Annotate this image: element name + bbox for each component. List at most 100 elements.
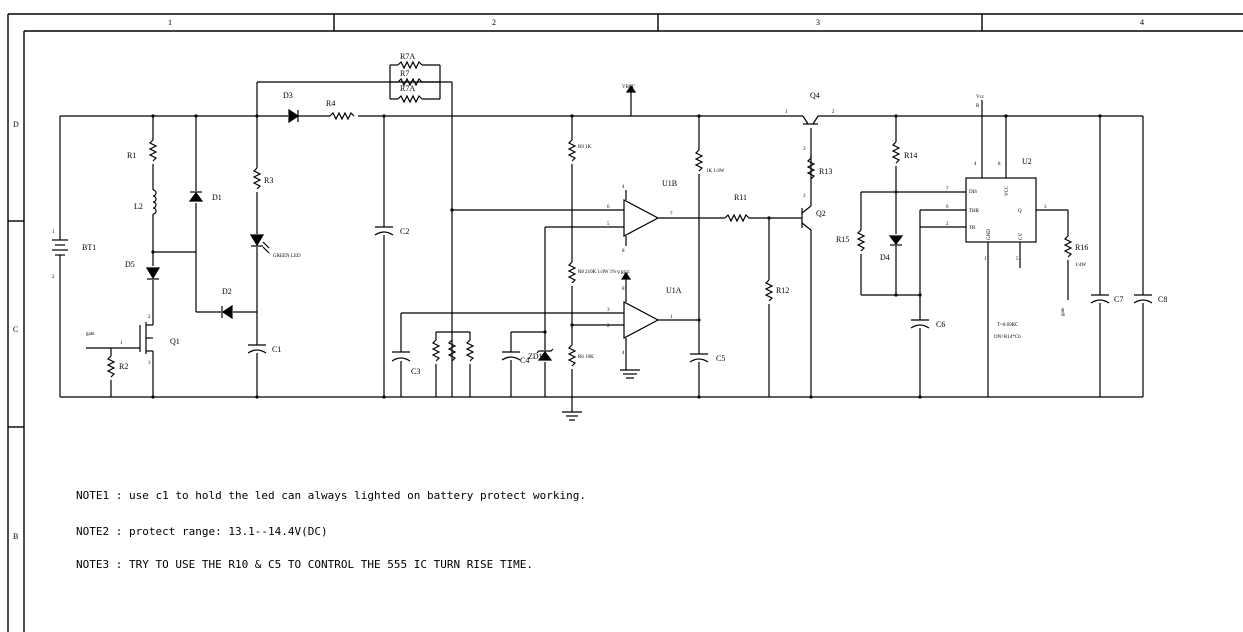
label-r3: R3 — [264, 176, 273, 185]
pin-label: 7 — [670, 212, 673, 217]
label-vref-1: VREF — [622, 85, 635, 90]
label-d5: D5 — [125, 260, 135, 269]
zd1-zener — [537, 351, 553, 361]
label-q4: Q4 — [810, 91, 820, 100]
pin-label: 2 — [832, 110, 835, 115]
note-2: NOTE2 : protect range: 13.1--14.4V(DC) — [76, 525, 328, 538]
zone-1: 1 — [168, 18, 172, 27]
d3-diode — [288, 108, 300, 124]
label-r7a-bot: R7A — [400, 84, 415, 93]
pin-label: 7 — [946, 187, 949, 192]
pin-label: 1 — [785, 110, 788, 115]
label-r1: R1 — [127, 151, 136, 160]
label-r16-val: 1/4W — [1075, 263, 1086, 268]
zone-b: B — [13, 532, 18, 541]
pin-label: 5 — [607, 222, 610, 227]
pin-label: 8 — [998, 162, 1001, 167]
label-r-pin: R — [976, 104, 980, 109]
label-d1: D1 — [212, 193, 222, 202]
drawing-frame — [7, 13, 1243, 632]
label-green-led: GREEN LED — [273, 254, 301, 259]
label-vref-2: VREF — [617, 271, 630, 276]
pin-label: 4 — [974, 162, 977, 167]
label-u1b: U1B — [662, 179, 677, 188]
label-bt1: BT1 — [82, 243, 96, 252]
label-r11: R11 — [734, 193, 747, 202]
pin-label: 3 — [607, 308, 610, 313]
green-led — [249, 234, 265, 247]
zone-c: C — [13, 325, 18, 334]
pin-label: 1 — [120, 341, 123, 346]
label-c1: C1 — [272, 345, 281, 354]
pin-label: 8 — [622, 287, 625, 292]
pin-label: 2 — [52, 275, 55, 280]
label-out-gate: gate — [1061, 307, 1066, 316]
note-3: NOTE3 : TRY TO USE THE R10 & C5 TO CONTR… — [76, 558, 533, 571]
label-r16: R16 — [1075, 243, 1088, 252]
label-zd1: ZD1 — [528, 352, 543, 361]
label-d2: D2 — [222, 287, 232, 296]
pin-label: 3 — [1044, 205, 1047, 210]
pin-label: 2 — [148, 315, 151, 320]
zone-d: D — [13, 120, 19, 129]
label-r13: R13 — [819, 167, 832, 176]
d4-diode — [888, 235, 904, 245]
pin-cv: CV — [1019, 233, 1024, 240]
junctions — [151, 114, 1102, 399]
label-1k: 1K 1/4W — [706, 169, 725, 174]
components — [52, 84, 1153, 399]
label-u2: U2 — [1022, 157, 1032, 166]
label-c8: C8 — [1158, 295, 1167, 304]
pin-vcc: VCC — [1005, 185, 1010, 196]
label-q1: Q1 — [170, 337, 180, 346]
label-on-formula: ON=R14*C6 — [994, 335, 1021, 340]
label-c3: C3 — [411, 367, 420, 376]
label-d3: D3 — [283, 91, 293, 100]
d5-diode — [145, 267, 161, 280]
label-r6: R6 10K — [578, 355, 594, 360]
pin-tr: TR — [969, 226, 976, 231]
label-r9: R9 1K — [578, 145, 592, 150]
pin-q: Q — [1018, 209, 1022, 214]
label-u1a: U1A — [666, 286, 682, 295]
vref-arrow — [620, 271, 632, 280]
pin-label: 3 — [803, 194, 806, 199]
label-c5: C5 — [716, 354, 725, 363]
pin-label: 3 — [148, 361, 151, 366]
zone-3: 3 — [816, 18, 820, 27]
label-r7: R7 — [400, 69, 409, 78]
pin-label: 3 — [803, 147, 806, 152]
pin-label: 4 — [622, 185, 625, 190]
d1-diode — [188, 192, 204, 202]
component-labels: BT1 1 2 R1 L2 D5 Q1 R2 gate 1 2 3 D1 D2 … — [52, 52, 1167, 376]
label-l2: L2 — [134, 202, 143, 211]
note-1: NOTE1 : use c1 to hold the led can alway… — [76, 489, 586, 502]
pin-label: 1 — [52, 230, 55, 235]
pin-label: 6 — [946, 205, 949, 210]
pin-label: 8 — [622, 249, 625, 254]
label-r12: R12 — [776, 286, 789, 295]
pin-label: 4 — [622, 351, 625, 356]
label-d4: D4 — [880, 253, 890, 262]
pin-label: 2 — [607, 324, 610, 329]
pin-label: 1 — [670, 315, 673, 320]
label-q2: Q2 — [816, 209, 826, 218]
label-r14: R14 — [904, 151, 917, 160]
pin-label: 2 — [946, 222, 949, 227]
wires — [59, 60, 1144, 421]
label-c6: C6 — [936, 320, 945, 329]
d2-diode — [221, 304, 233, 320]
label-r2: R2 — [119, 362, 128, 371]
label-vcc: Vcc — [976, 95, 985, 100]
zone-2: 2 — [492, 18, 496, 27]
label-gate: gate — [86, 332, 95, 337]
label-c7: C7 — [1114, 295, 1123, 304]
label-c2: C2 — [400, 227, 409, 236]
zone-4: 4 — [1140, 18, 1144, 27]
pin-label: 1 — [984, 257, 987, 262]
pin-dis: DIS — [969, 190, 977, 195]
label-r7a-top: R7A — [400, 52, 415, 61]
label-r15: R15 — [836, 235, 849, 244]
label-t-formula: T=0.69RC — [997, 323, 1019, 328]
